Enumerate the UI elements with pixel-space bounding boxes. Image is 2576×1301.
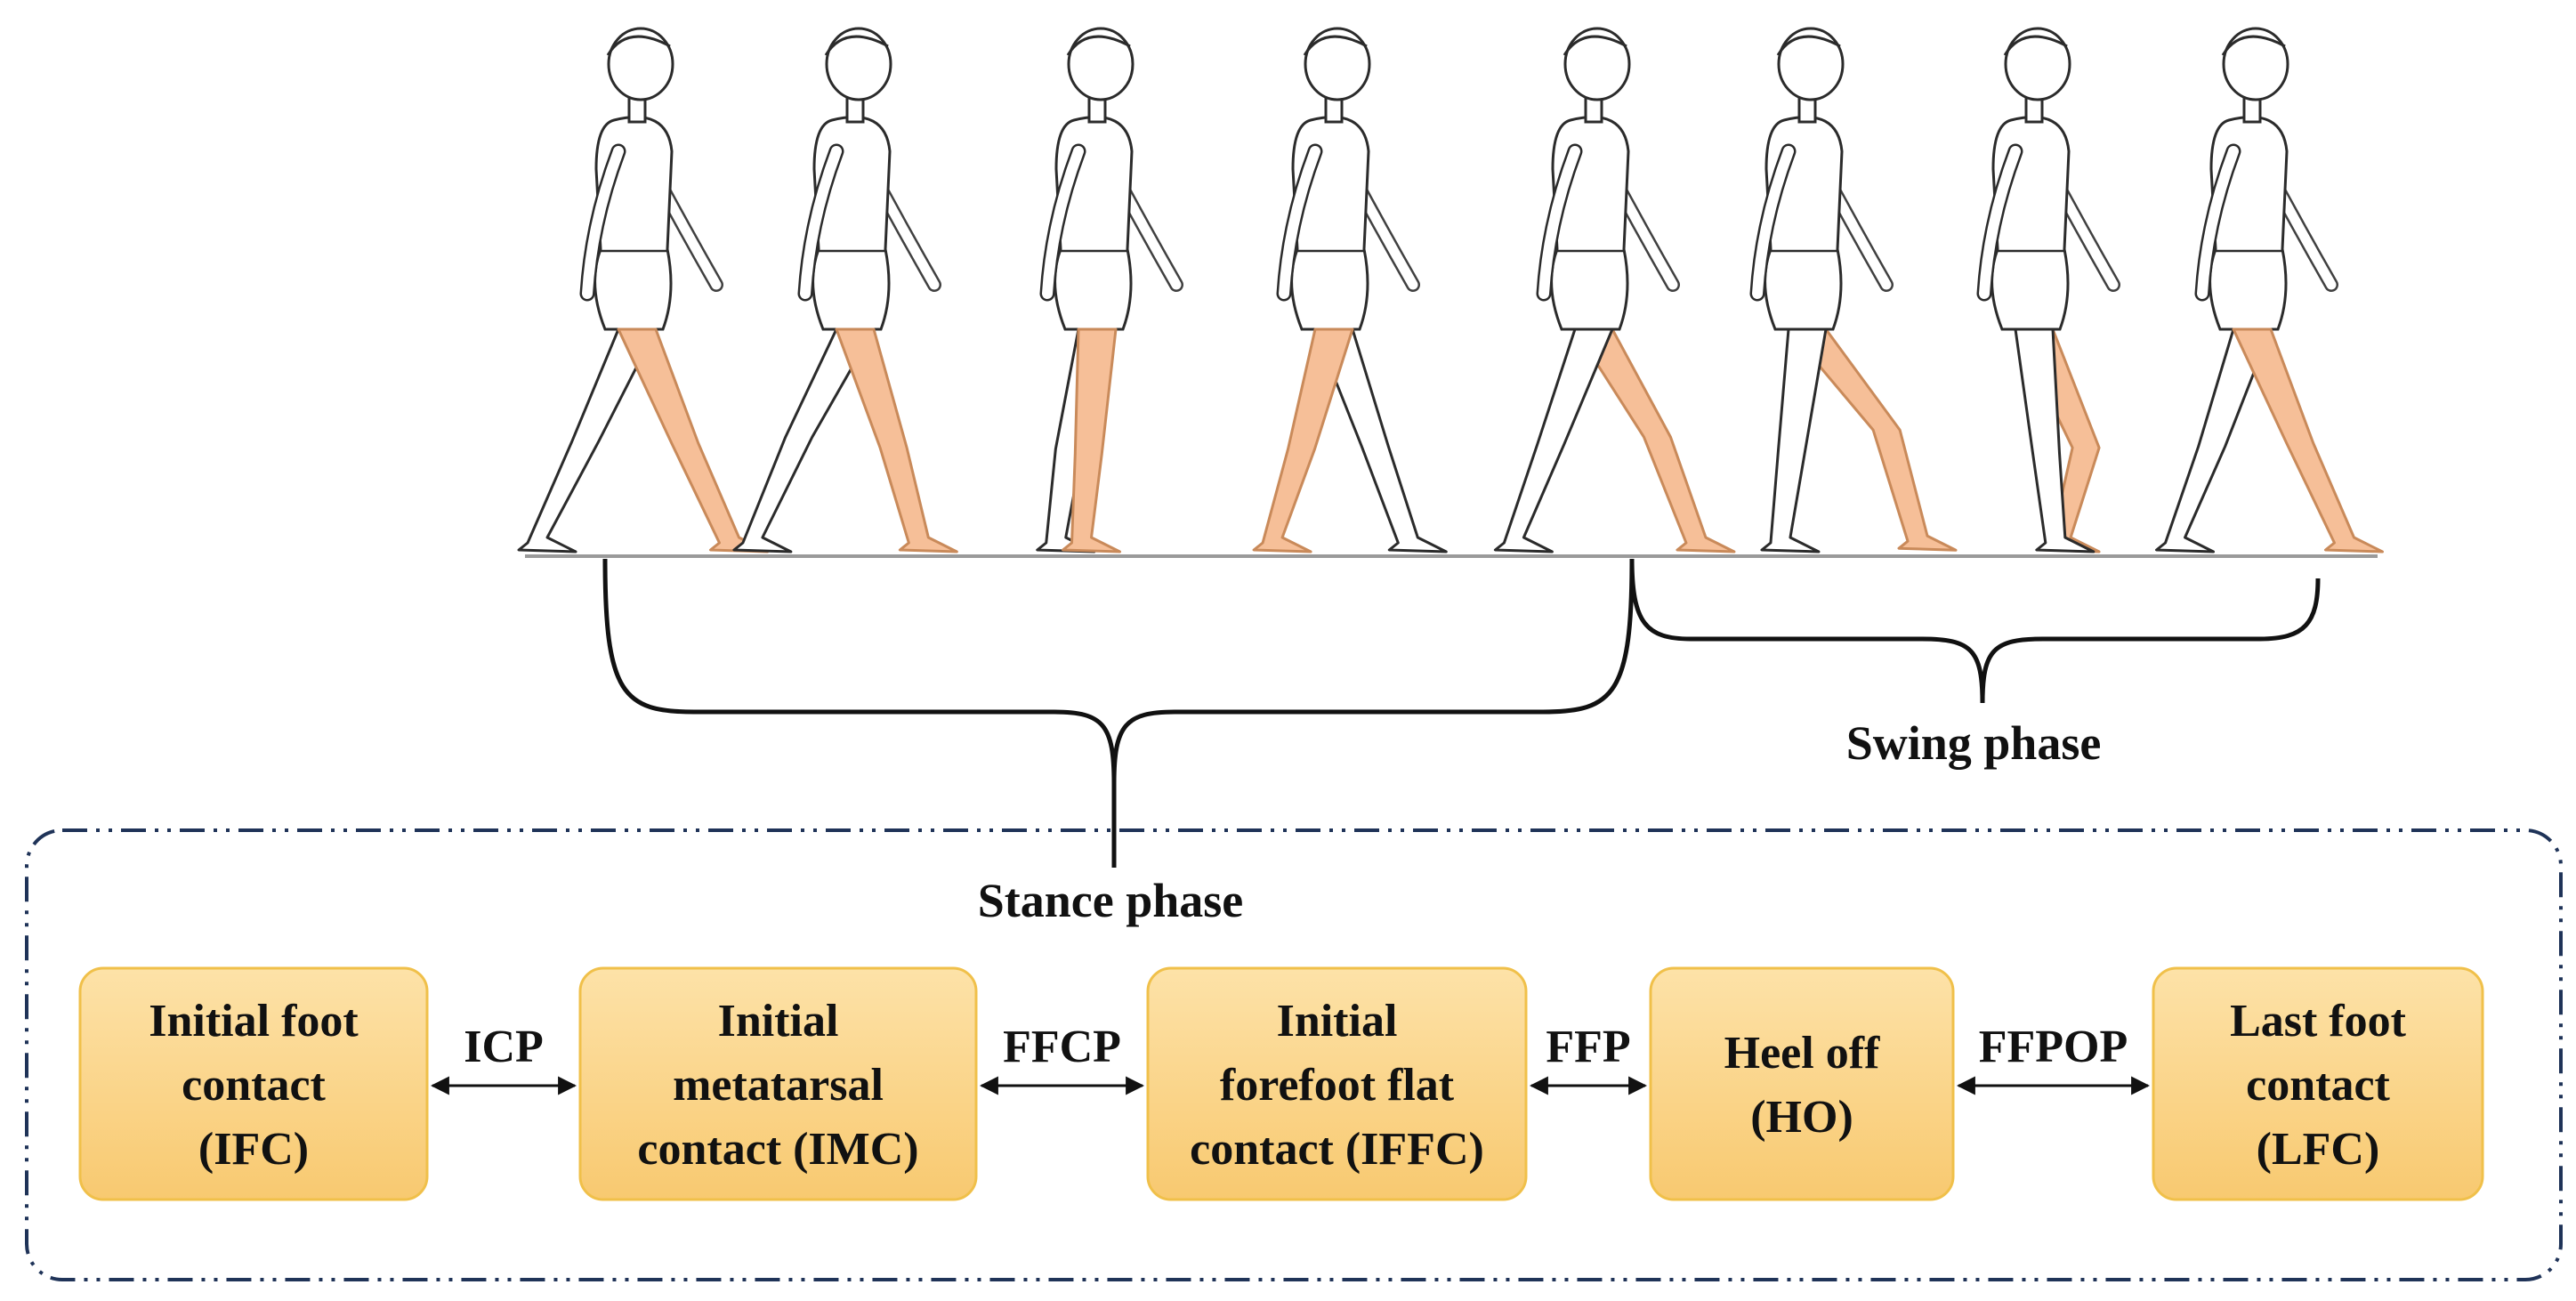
- event-box-bg: [1649, 966, 1955, 1201]
- figure-front-leg: [1760, 327, 1828, 554]
- figure-hair: [1303, 35, 1368, 56]
- figure-head: [825, 27, 892, 101]
- event-box: Initial foot contact (IFC): [78, 966, 429, 1201]
- walking-figure: [1976, 27, 2120, 554]
- swing-phase-label: Swing phase: [1846, 716, 2102, 770]
- event-box-text: contact: [182, 1060, 326, 1111]
- event-box-bg: [2152, 966, 2484, 1201]
- figure-front-arm-fill: [582, 146, 624, 299]
- figure-front-leg: [835, 327, 958, 554]
- event-box: Heel off (HO): [1649, 966, 1955, 1201]
- figure-back-leg: [2014, 327, 2101, 554]
- event-box-text: contact: [2246, 1060, 2390, 1111]
- event-box: Initial metatarsal contact (IMC): [578, 966, 978, 1201]
- event-box: Initial forefoot flat contact (IFFC): [1146, 966, 1528, 1201]
- figure-hair: [2221, 35, 2286, 56]
- event-box-text: forefoot flat: [1220, 1060, 1455, 1111]
- figure-head: [1304, 27, 1371, 101]
- walking-figure: [1749, 27, 1958, 554]
- figure-hair: [2003, 35, 2068, 56]
- stance-events-frame: [25, 828, 2563, 1281]
- event-box-text: (HO): [1750, 1092, 1853, 1143]
- event-box-text: Heel off: [1724, 1028, 1880, 1079]
- event-box-text: Initial foot: [149, 996, 359, 1046]
- phase-link-label: ICP: [464, 1022, 544, 1072]
- stance-phase-brace: [602, 558, 1635, 868]
- figure-front-leg: [1493, 327, 1614, 554]
- figure-torso: [1054, 116, 1134, 331]
- figure-torso: [2209, 116, 2289, 331]
- event-box-text: metatarsal: [673, 1060, 884, 1111]
- figure-torso: [1991, 116, 2071, 331]
- figure-head: [2222, 27, 2289, 101]
- figure-front-arm-fill: [1752, 146, 1794, 299]
- figure-torso: [1764, 116, 1844, 331]
- stance-phase-label: Stance phase: [978, 874, 1244, 927]
- gait-event-links: ICP FFCP FFP FFPOP: [430, 1022, 2151, 1095]
- event-box-bg: [578, 966, 978, 1201]
- event-box-bg: [78, 966, 429, 1201]
- walking-figure: [1493, 27, 1736, 554]
- figure-head: [1777, 27, 1845, 101]
- phase-link-label: FFP: [1546, 1022, 1630, 1072]
- walking-figure: [1252, 27, 1448, 554]
- figure-front-leg: [2232, 327, 2384, 554]
- figure-back-leg: [1787, 327, 1958, 552]
- figure-torso: [1550, 116, 1630, 331]
- figure-torso: [812, 116, 892, 331]
- figure-head: [2004, 27, 2071, 101]
- figure-front-arm-fill: [800, 146, 842, 299]
- figure-torso: [1290, 116, 1370, 331]
- phase-link-label: FFCP: [1003, 1022, 1121, 1072]
- figure-hair: [1776, 35, 1841, 56]
- walking-figure: [517, 27, 769, 554]
- figure-front-leg: [2014, 327, 2096, 554]
- event-box-text: contact (IFFC): [1190, 1124, 1484, 1175]
- figure-front-arm-fill: [1042, 146, 1084, 299]
- event-box-text: Initial: [718, 996, 839, 1046]
- phase-link-label: FFPOP: [1979, 1022, 2128, 1072]
- figure-front-arm-fill: [1538, 146, 1580, 299]
- figure-hair: [606, 35, 671, 56]
- figure-head: [1563, 27, 1631, 101]
- walking-figure: [1036, 27, 1183, 554]
- event-box: Last foot contact (LFC): [2152, 966, 2484, 1201]
- event-box-text: Initial: [1277, 996, 1398, 1046]
- walking-figure: [732, 27, 958, 554]
- figure-front-arm-fill: [1279, 146, 1320, 299]
- figure-head: [607, 27, 674, 101]
- figure-hair: [1066, 35, 1131, 56]
- walking-figure: [2155, 27, 2384, 554]
- figure-torso: [594, 116, 674, 331]
- walking-figures: [517, 27, 2384, 554]
- figure-front-arm-fill: [2197, 146, 2239, 299]
- event-box-text: contact (IMC): [637, 1124, 918, 1175]
- figure-back-leg: [1313, 327, 1448, 554]
- figure-front-leg: [1252, 327, 1354, 554]
- event-box-bg: [1146, 966, 1528, 1201]
- event-box-text: (LFC): [2257, 1124, 2380, 1175]
- figure-back-leg: [1573, 327, 1736, 554]
- event-box-text: Last foot: [2230, 996, 2407, 1046]
- swing-phase-brace: [1629, 558, 2321, 704]
- figure-front-leg: [1062, 327, 1122, 554]
- gait-events: Initial foot contact (IFC) Initial metatarsa…: [78, 966, 2484, 1201]
- figure-hair: [824, 35, 889, 56]
- figure-hair: [1563, 35, 1627, 56]
- figure-head: [1067, 27, 1135, 101]
- event-box-text: (IFC): [198, 1124, 309, 1175]
- figure-front-arm-fill: [1979, 146, 2021, 299]
- figure-front-leg: [617, 327, 769, 554]
